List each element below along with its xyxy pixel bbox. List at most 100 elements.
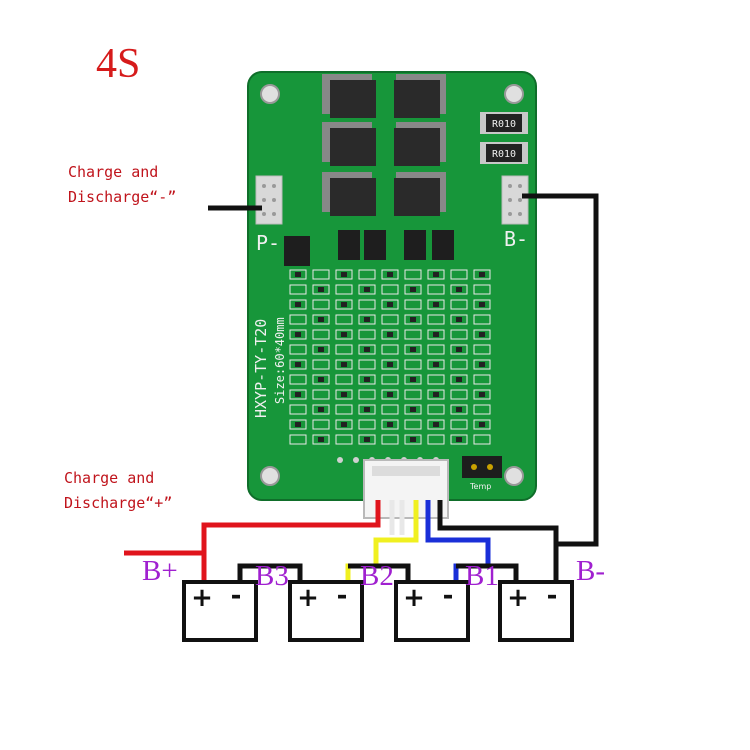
board-model-label: HXYP-TY-T20 (252, 319, 270, 418)
b-minus-board-label: B- (504, 227, 528, 251)
wire-b2-yellow (345, 500, 419, 584)
smd-outline (381, 434, 399, 445)
smd-part (456, 347, 462, 352)
smd-part (318, 317, 324, 322)
minus-terminal: - (547, 581, 558, 611)
plus-terminal: + (191, 583, 213, 613)
smd-outline (450, 284, 468, 295)
smd-outline (427, 284, 445, 295)
smd-part (295, 362, 301, 367)
smd-outline (381, 329, 399, 340)
smd-part (410, 437, 416, 442)
smd-outline (427, 314, 445, 325)
smd-part (295, 332, 301, 337)
smd-outline (335, 419, 353, 430)
smd-part (456, 407, 462, 412)
smd-outline (289, 374, 307, 385)
smd-outline (473, 314, 491, 325)
smd-outline (289, 329, 307, 340)
minus-terminal: - (337, 581, 348, 611)
smd-outline (473, 284, 491, 295)
smd-part (364, 317, 370, 322)
smd-part (364, 347, 370, 352)
smd-part (387, 392, 393, 397)
smd-outline (312, 404, 330, 415)
smd-part (410, 347, 416, 352)
smd-outline (473, 404, 491, 415)
smd-part (456, 317, 462, 322)
smd-outline (404, 419, 422, 430)
smd-outline (450, 434, 468, 445)
battery-pack: +-+-+-+- (182, 580, 574, 642)
battery-cell: +- (394, 580, 470, 642)
smd-outline (450, 329, 468, 340)
smd-part (410, 377, 416, 382)
battery-cell: +- (182, 580, 258, 642)
smd-outline (312, 374, 330, 385)
smd-part (433, 422, 439, 427)
smd-outline (450, 299, 468, 310)
smd-part (387, 302, 393, 307)
via (337, 457, 343, 463)
smd-outline (404, 314, 422, 325)
smd-outline (312, 299, 330, 310)
smd-part (387, 332, 393, 337)
smd-outline (289, 269, 307, 280)
smd-outline (404, 329, 422, 340)
smd-outline (427, 389, 445, 400)
smd-outline (450, 269, 468, 280)
ic-row (338, 230, 454, 260)
resistor-label: R010 (492, 149, 516, 160)
smd-outline (312, 434, 330, 445)
smd-part (433, 302, 439, 307)
plus-terminal: + (297, 583, 319, 613)
wires (124, 193, 599, 584)
smd-part (433, 332, 439, 337)
smd-outline (404, 284, 422, 295)
smd-outline (381, 404, 399, 415)
smd-outline (450, 314, 468, 325)
smd-outline (289, 299, 307, 310)
smd-outline (335, 374, 353, 385)
smd-outline (335, 269, 353, 280)
smd-part (295, 422, 301, 427)
smd-outline (358, 284, 376, 295)
smd-part (364, 377, 370, 382)
smd-part (479, 392, 485, 397)
smd-outline (381, 419, 399, 430)
smd-outline (335, 359, 353, 370)
smd-part (387, 272, 393, 277)
shunt-resistor: R010 (480, 112, 528, 134)
note-line: Charge and (64, 469, 155, 487)
smd-part (456, 377, 462, 382)
smd-outline (358, 344, 376, 355)
minus-terminal: - (231, 581, 242, 611)
smd-outline (335, 344, 353, 355)
smd-outline (450, 374, 468, 385)
smd-outline (335, 434, 353, 445)
b-plus-label: B+ (142, 555, 178, 587)
wire-connector-black (437, 500, 559, 544)
smd-part (479, 302, 485, 307)
ic-chip (284, 236, 310, 266)
smd-part (410, 287, 416, 292)
smd-part (318, 287, 324, 292)
wire-b1-jumper (456, 563, 519, 584)
smd-outline (289, 434, 307, 445)
smd-outline (427, 299, 445, 310)
smd-outline (404, 344, 422, 355)
smd-part (295, 302, 301, 307)
smd-outline (427, 419, 445, 430)
smd-part (410, 407, 416, 412)
b2-label: B2 (360, 560, 394, 592)
smd-outline (404, 359, 422, 370)
smd-outline (289, 389, 307, 400)
smd-outline (404, 434, 422, 445)
smd-outline (289, 284, 307, 295)
smd-outline (312, 359, 330, 370)
smd-outline (358, 419, 376, 430)
smd-outline (289, 419, 307, 430)
smd-part (479, 362, 485, 367)
smd-part (318, 377, 324, 382)
smd-part (318, 437, 324, 442)
